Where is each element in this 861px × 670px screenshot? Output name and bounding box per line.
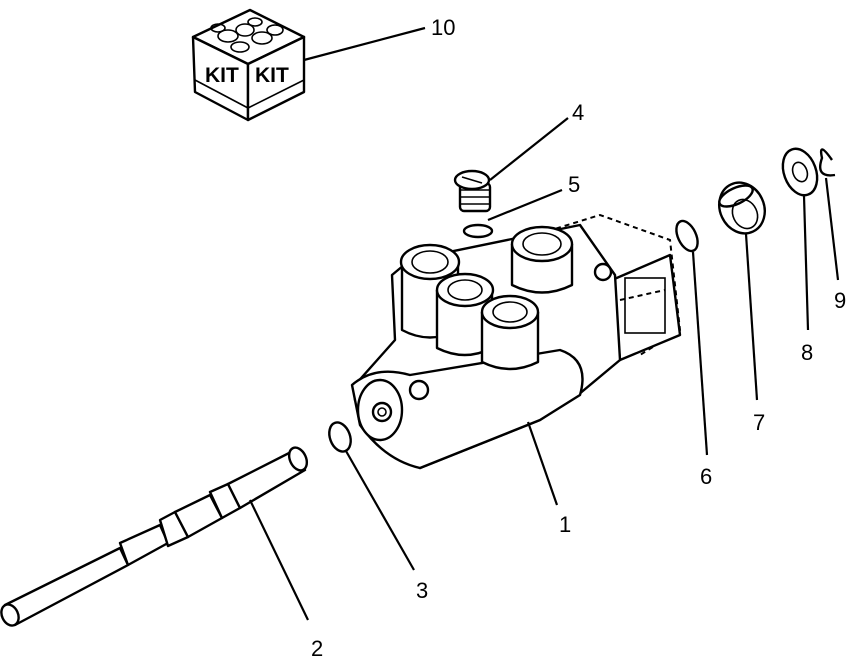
leader-line-8 xyxy=(802,195,810,331)
leader-line-3 xyxy=(345,450,415,571)
o-ring-3 xyxy=(328,421,352,453)
leader-line-10 xyxy=(303,26,426,62)
callout-6: 6 xyxy=(700,464,712,489)
callout-4: 4 xyxy=(572,100,584,125)
cap-part xyxy=(718,181,766,235)
leader-line-5 xyxy=(487,188,563,222)
leader-line-7 xyxy=(744,233,759,401)
kit-box: KIT KIT xyxy=(191,8,306,122)
callout-1: 1 xyxy=(559,512,571,537)
kit-label-left: KIT xyxy=(205,64,239,87)
callout-10: 10 xyxy=(431,15,455,40)
callout-8: 8 xyxy=(801,340,813,365)
callout-7: 7 xyxy=(753,410,765,435)
leader-line-1 xyxy=(526,421,559,506)
callout-3: 3 xyxy=(416,578,428,603)
callout-9: 9 xyxy=(834,288,846,313)
leader-line-6 xyxy=(691,251,709,456)
kit-label-right: KIT xyxy=(255,64,289,87)
plug-part xyxy=(453,169,492,213)
leader-line-2 xyxy=(249,499,309,621)
valve-body xyxy=(350,213,682,470)
leader-line-4 xyxy=(489,117,569,181)
callout-2: 2 xyxy=(311,636,323,661)
spool-part xyxy=(0,446,309,627)
snap-ring-9 xyxy=(818,148,836,177)
leader-line-9 xyxy=(824,177,840,281)
o-ring-5 xyxy=(462,223,494,239)
washer-part xyxy=(781,147,819,197)
o-ring-6 xyxy=(675,219,699,253)
callout-5: 5 xyxy=(568,172,580,197)
